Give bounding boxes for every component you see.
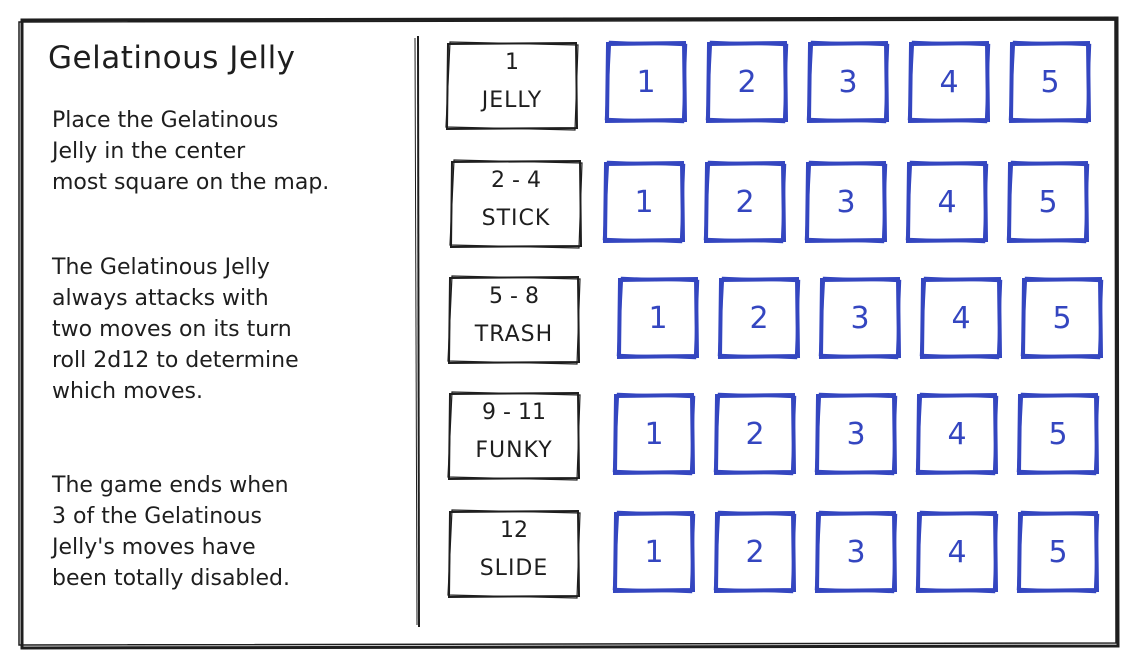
damage-box-label: 2 bbox=[745, 416, 765, 452]
damage-box-label: 3 bbox=[850, 300, 870, 336]
move-name: TRASH bbox=[474, 322, 554, 347]
move-name: JELLY bbox=[481, 88, 543, 113]
damage-box-3[interactable]: 3 bbox=[804, 160, 888, 244]
damage-box-label: 4 bbox=[937, 184, 957, 220]
damage-box-label: 1 bbox=[634, 184, 654, 220]
damage-box-1[interactable]: 1 bbox=[602, 160, 686, 244]
damage-box-1[interactable]: 1 bbox=[604, 40, 688, 124]
damage-box-label: 4 bbox=[939, 64, 959, 100]
move-row-trash: 5 - 8 TRASH 1 2 3 4 5 bbox=[0, 275, 1137, 376]
rules-end-text: The game ends when 3 of the Gelatinous J… bbox=[52, 473, 290, 591]
damage-box-label: 4 bbox=[947, 534, 967, 570]
damage-box-label: 4 bbox=[951, 300, 971, 336]
damage-box-2[interactable]: 2 bbox=[703, 160, 787, 244]
rules-attack-text: The Gelatinous Jelly always attacks with… bbox=[52, 255, 299, 404]
damage-box-label: 3 bbox=[838, 64, 858, 100]
damage-box-5[interactable]: 5 bbox=[1016, 510, 1100, 594]
roll-range-value: 1 bbox=[505, 50, 519, 75]
damage-box-label: 2 bbox=[745, 534, 765, 570]
roll-range-card: 9 - 11 FUNKY bbox=[447, 391, 581, 481]
move-name: STICK bbox=[481, 206, 551, 231]
roll-range-card: 5 - 8 TRASH bbox=[447, 275, 581, 365]
panel-title: Gelatinous Jelly bbox=[48, 40, 296, 76]
roll-range-value: 12 bbox=[500, 518, 528, 543]
damage-box-label: 5 bbox=[1048, 534, 1068, 570]
damage-box-label: 5 bbox=[1048, 416, 1068, 452]
damage-box-2[interactable]: 2 bbox=[705, 40, 789, 124]
damage-box-label: 3 bbox=[846, 416, 866, 452]
damage-box-label: 1 bbox=[644, 534, 664, 570]
damage-box-3[interactable]: 3 bbox=[814, 510, 898, 594]
damage-box-3[interactable]: 3 bbox=[814, 392, 898, 476]
damage-box-4[interactable]: 4 bbox=[907, 40, 991, 124]
damage-box-1[interactable]: 1 bbox=[612, 392, 696, 476]
roll-range-value: 2 - 4 bbox=[491, 168, 541, 193]
roll-range-value: 9 - 11 bbox=[482, 400, 546, 425]
damage-box-4[interactable]: 4 bbox=[919, 276, 1003, 360]
damage-box-label: 3 bbox=[846, 534, 866, 570]
damage-box-2[interactable]: 2 bbox=[713, 510, 797, 594]
move-row-funky: 9 - 11 FUNKY 1 2 3 4 5 bbox=[0, 391, 1137, 492]
damage-box-5[interactable]: 5 bbox=[1020, 276, 1104, 360]
damage-box-label: 4 bbox=[947, 416, 967, 452]
damage-box-4[interactable]: 4 bbox=[905, 160, 989, 244]
damage-box-label: 1 bbox=[648, 300, 668, 336]
damage-box-3[interactable]: 3 bbox=[818, 276, 902, 360]
damage-box-4[interactable]: 4 bbox=[915, 392, 999, 476]
rules-setup-text: Place the Gelatinous Jelly in the center… bbox=[52, 108, 330, 195]
roll-range-value: 5 - 8 bbox=[489, 284, 539, 309]
damage-box-1[interactable]: 1 bbox=[616, 276, 700, 360]
damage-box-5[interactable]: 5 bbox=[1016, 392, 1100, 476]
damage-box-label: 1 bbox=[644, 416, 664, 452]
damage-box-2[interactable]: 2 bbox=[713, 392, 797, 476]
damage-box-label: 2 bbox=[737, 64, 757, 100]
damage-box-label: 2 bbox=[749, 300, 769, 336]
damage-box-label: 1 bbox=[636, 64, 656, 100]
damage-box-5[interactable]: 5 bbox=[1008, 40, 1092, 124]
move-row-stick: 2 - 4 STICK 1 2 3 4 5 bbox=[0, 159, 1137, 260]
damage-box-label: 5 bbox=[1052, 300, 1072, 336]
damage-box-3[interactable]: 3 bbox=[806, 40, 890, 124]
damage-box-label: 2 bbox=[735, 184, 755, 220]
damage-box-2[interactable]: 2 bbox=[717, 276, 801, 360]
damage-box-label: 3 bbox=[836, 184, 856, 220]
move-name: SLIDE bbox=[479, 556, 549, 581]
move-name: FUNKY bbox=[475, 438, 553, 463]
roll-range-card: 2 - 4 STICK bbox=[449, 159, 583, 249]
damage-box-label: 5 bbox=[1038, 184, 1058, 220]
damage-box-4[interactable]: 4 bbox=[915, 510, 999, 594]
damage-box-1[interactable]: 1 bbox=[612, 510, 696, 594]
damage-box-5[interactable]: 5 bbox=[1006, 160, 1090, 244]
damage-box-label: 5 bbox=[1040, 64, 1060, 100]
